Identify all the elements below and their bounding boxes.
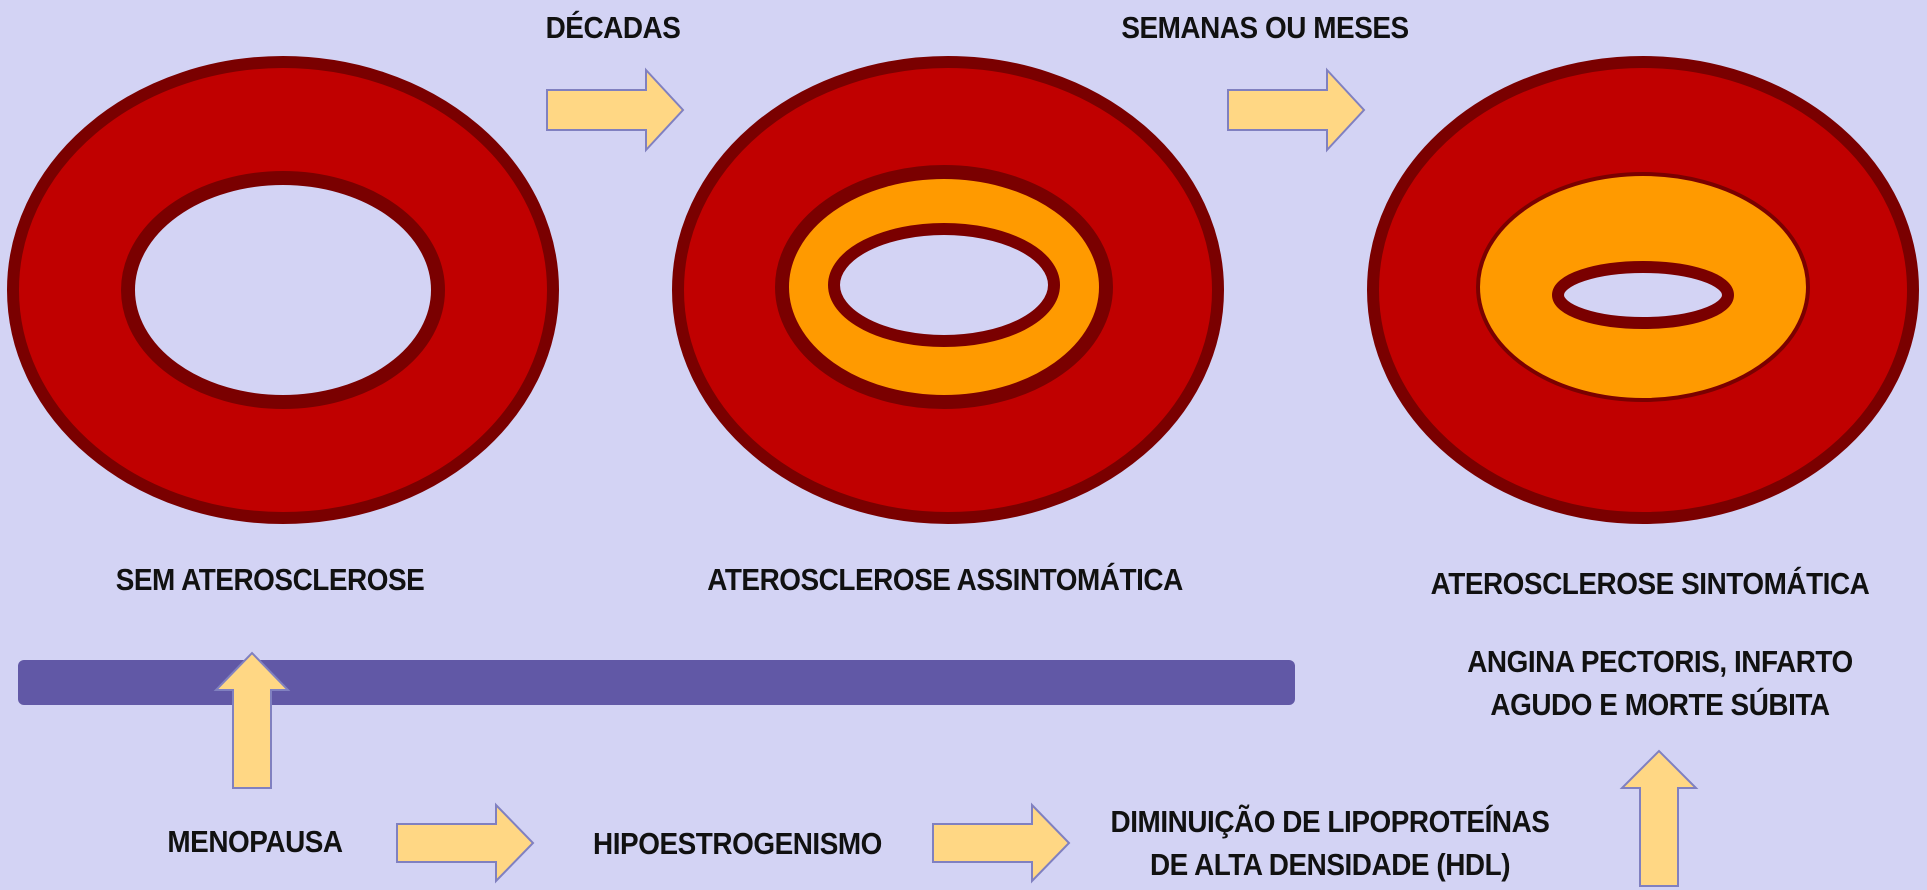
arrow-right-icon [396, 802, 535, 884]
cause-hdl-line-2: DE ALTA DENSIDADE (HDL) [1149, 847, 1511, 882]
arrow-up-icon [1619, 749, 1699, 887]
arrow-up-icon [213, 651, 291, 789]
transition-label-decades: DÉCADAS [545, 10, 681, 45]
lumen-asymptomatic [828, 223, 1060, 347]
lumen-symptomatic [1552, 261, 1734, 329]
vessel-symptomatic [1367, 56, 1919, 524]
stage-label-asymptomatic: ATEROSCLEROSE ASSINTOMÁTICA [707, 562, 1183, 597]
transition-label-weeks: SEMANAS OU MESES [1121, 10, 1409, 45]
cause-hypoestrogenism: HIPOESTROGENISMO [593, 826, 882, 861]
consequences-line-2: AGUDO E MORTE SÚBITA [1490, 687, 1830, 722]
vessel-asymptomatic [672, 56, 1224, 524]
consequences-text: ANGINA PECTORIS, INFARTO AGUDO E MORTE S… [1408, 640, 1912, 726]
consequences-line-1: ANGINA PECTORIS, INFARTO [1467, 644, 1853, 679]
cause-hdl-decrease: DIMINUIÇÃO DE LIPOPROTEÍNAS DE ALTA DENS… [1096, 800, 1564, 886]
lumen-healthy [121, 171, 445, 409]
arrow-right-icon [932, 802, 1071, 884]
cause-menopause: MENOPAUSA [167, 824, 343, 859]
arrow-right-icon [546, 67, 685, 153]
stage-label-symptomatic: ATEROSCLEROSE SINTOMÁTICA [1430, 566, 1870, 601]
arrow-right-icon [1227, 67, 1366, 153]
stage-label-none: SEM ATEROSCLEROSE [115, 562, 425, 597]
cause-hdl-line-1: DIMINUIÇÃO DE LIPOPROTEÍNAS [1110, 804, 1550, 839]
